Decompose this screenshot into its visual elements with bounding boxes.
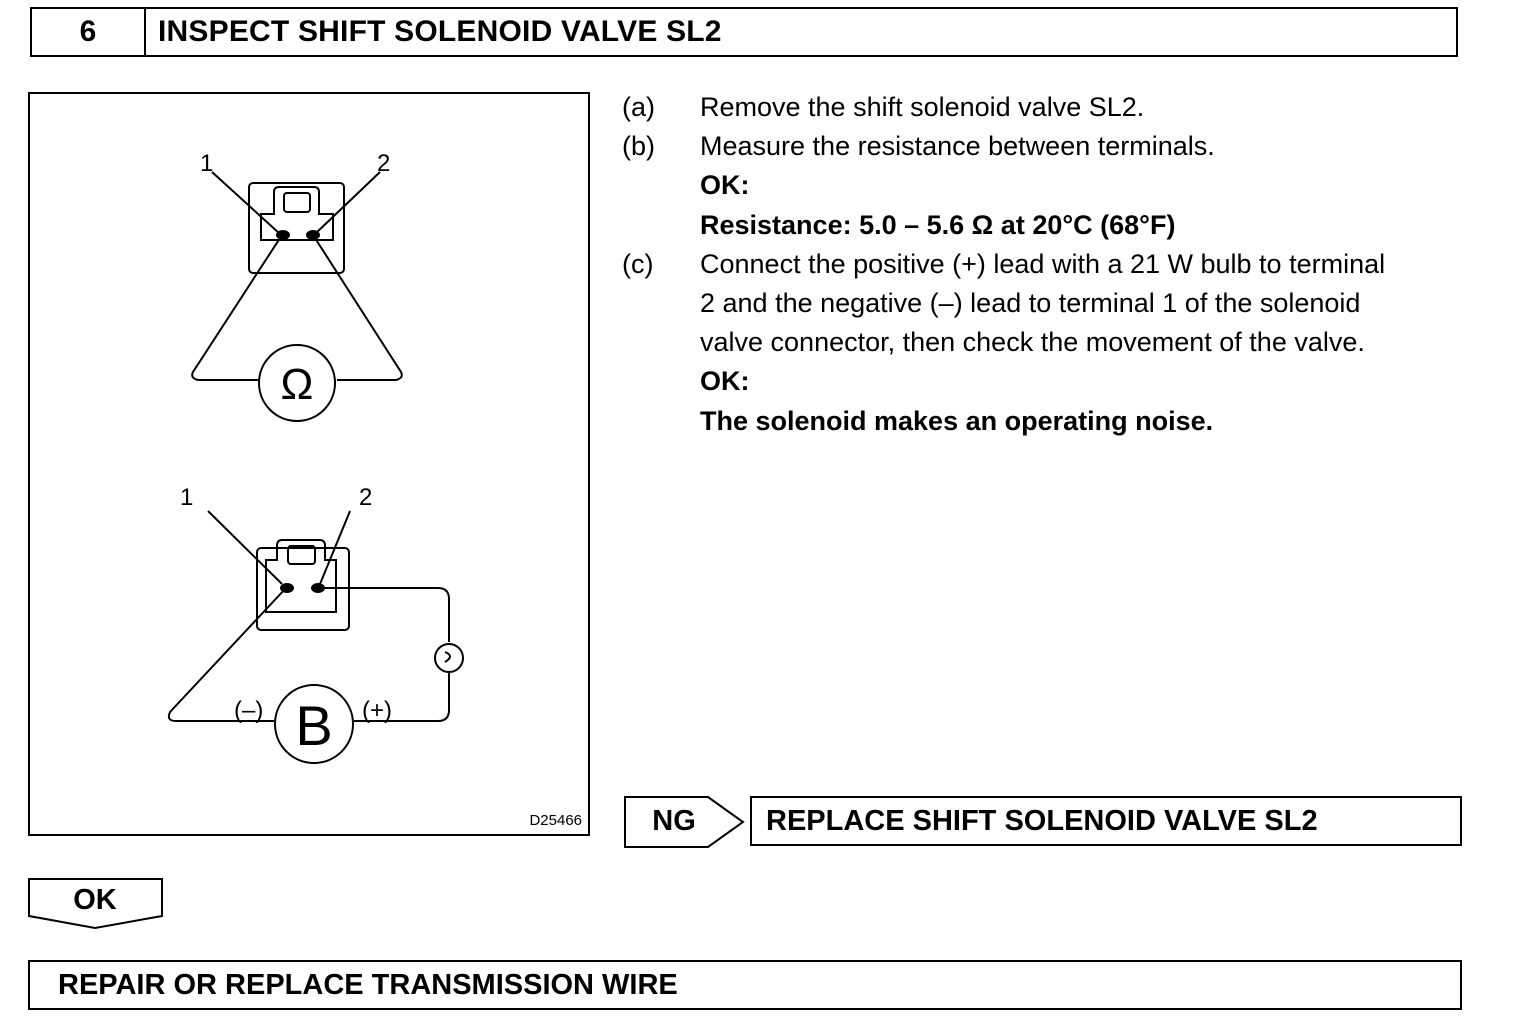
ng-arrow-icon (624, 796, 745, 848)
wiring-figure: 1 2 Ω 1 2 (–) (+) B D25466 (28, 92, 590, 836)
top-terminal-1-label: 1 (200, 150, 213, 177)
figure-code: D25466 (529, 812, 582, 829)
final-action: REPAIR OR REPLACE TRANSMISSION WIRE (28, 960, 1462, 1010)
bottom-connector-icon (256, 539, 350, 631)
top-connector-icon (248, 182, 345, 274)
ok-arrow-icon (28, 878, 163, 930)
ohmmeter-icon (258, 344, 336, 422)
bulb-filament (444, 651, 451, 663)
instruction-letter: (b) (622, 131, 655, 162)
top-terminal-1-leader (211, 171, 281, 235)
negative-lead (167, 587, 287, 722)
top-terminal-2-leader (314, 171, 381, 235)
battery-icon (274, 684, 354, 764)
instruction-text: Measure the resistance between terminals… (700, 131, 1215, 162)
ok-label: OK: (700, 170, 750, 201)
bottom-terminal-1-label: 1 (180, 484, 193, 511)
positive-label: (+) (362, 697, 392, 724)
top-probe-lead-right (312, 234, 403, 381)
solenoid-test-diagram: 1 2 Ω 1 2 (–) (+) B (167, 150, 464, 764)
instruction-a: (a) Remove the shift solenoid valve SL2. (622, 88, 1482, 127)
positive-lead-lower (354, 672, 450, 722)
positive-lead-upper (318, 587, 450, 642)
instruction-c: (c) Connect the positive (+) lead with a… (622, 245, 1482, 441)
instruction-letter: (a) (622, 92, 655, 122)
negative-label: (–) (234, 697, 263, 724)
ng-label: NG (652, 804, 696, 837)
ng-result: REPLACE SHIFT SOLENOID VALVE SL2 (750, 796, 1462, 846)
top-probe-lead-left (191, 234, 283, 381)
instruction-text: Remove the shift solenoid valve SL2. (700, 92, 1145, 122)
step-title: INSPECT SHIFT SOLENOID VALVE SL2 (158, 15, 722, 48)
ohmmeter-symbol: Ω (281, 360, 314, 409)
step-number: 6 (32, 9, 146, 55)
instruction-letter: (c) (622, 248, 654, 279)
bottom-terminal-1-leader (207, 510, 283, 585)
instruction-text-line: 2 and the negative (–) lead to terminal … (700, 288, 1361, 319)
battery-symbol: B (295, 694, 332, 757)
resistance-spec: Resistance: 5.0 – 5.6 Ω at 20°C (68°F) (700, 209, 1176, 240)
top-terminal-2-label: 2 (377, 150, 390, 177)
step-header: 6 INSPECT SHIFT SOLENOID VALVE SL2 (30, 7, 1458, 57)
operation-spec: The solenoid makes an operating noise. (700, 405, 1214, 436)
ok-label: OK (73, 883, 117, 916)
ok-label: OK: (700, 366, 750, 397)
instruction-b: (b) Measure the resistance between termi… (622, 127, 1482, 245)
instruction-text-line: valve connector, then check the movement… (700, 327, 1365, 358)
bottom-terminal-2-leader (319, 510, 351, 585)
instruction-text-line: Connect the positive (+) lead with a 21 … (700, 248, 1386, 279)
bottom-terminal-2-label: 2 (359, 484, 372, 511)
instructions: (a) Remove the shift solenoid valve SL2.… (622, 88, 1482, 441)
